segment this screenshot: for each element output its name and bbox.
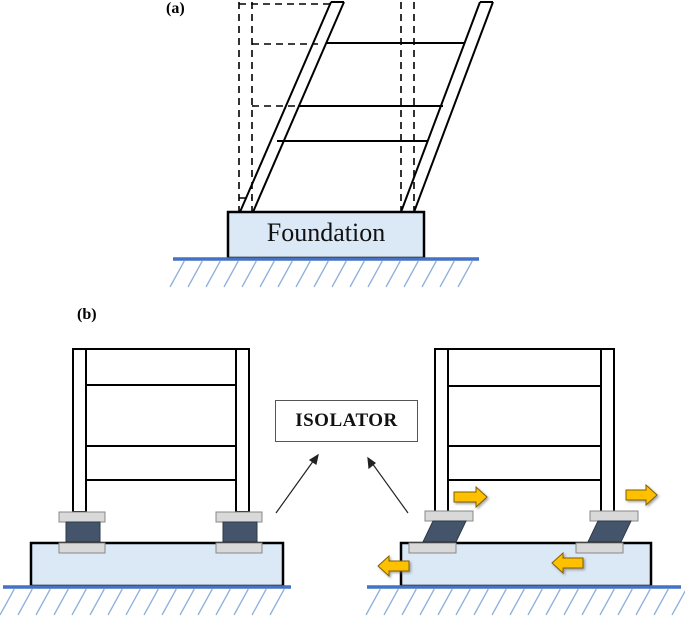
ground-hatch-mark [205, 260, 221, 288]
ground-hatch-mark [635, 588, 651, 616]
ground-hatch-mark [0, 588, 15, 616]
ground-hatch-b-left [0, 588, 285, 616]
ground-hatch-mark [17, 588, 33, 616]
ground-hatch-mark [313, 260, 329, 288]
isolator-pointer-arrows [275, 453, 409, 514]
ground-hatch-mark [233, 588, 249, 616]
isolator-right-1 [421, 510, 474, 545]
ground-hatch-mark [383, 588, 399, 616]
ground-hatch-mark [125, 588, 141, 616]
ground-hatch-mark [455, 588, 471, 616]
ground-hatch-mark [527, 588, 543, 616]
arrow-left-icon [551, 551, 584, 575]
panel-a-diagram [169, 1, 494, 288]
ground-hatch-mark [269, 588, 285, 616]
ground-hatch-mark [367, 260, 383, 288]
ground-hatch-mark [259, 260, 275, 288]
motion-arrows [377, 483, 658, 578]
ground-hatch-mark [437, 588, 453, 616]
panel-b-right-frame [365, 348, 685, 616]
ground-hatch-mark [545, 588, 561, 616]
ground-hatch-mark [277, 260, 293, 288]
panel-b-label: (b) [77, 306, 97, 323]
isolator-label: ISOLATOR [295, 410, 398, 431]
arrow-left-icon [377, 554, 410, 578]
ground-hatch-mark [169, 260, 185, 288]
ground-hatch-mark [671, 590, 685, 616]
ground-hatch-mark [419, 588, 435, 616]
panel-a-label: (a) [166, 0, 185, 17]
ground-hatch-mark [331, 260, 347, 288]
ground-hatch-mark [161, 588, 177, 616]
ground-hatch-mark [89, 588, 105, 616]
ground-hatch-mark [35, 588, 51, 616]
ground-hatch-mark [653, 588, 669, 616]
ground-hatch-mark [385, 260, 401, 288]
ground-hatch-mark [617, 588, 633, 616]
ground-hatch-mark [457, 260, 473, 288]
panel-b-left-frame [0, 348, 291, 616]
ground-hatch-mark [509, 588, 525, 616]
ground-hatch-mark [295, 260, 311, 288]
foundation-block [226, 210, 426, 260]
ground-hatch-mark [421, 260, 437, 288]
ground-hatch-mark [215, 588, 231, 616]
ground-hatch-mark [401, 588, 417, 616]
isolator-label-box: ISOLATOR [275, 400, 418, 442]
ground-hatch-mark [439, 260, 455, 288]
ground-hatch-mark [179, 588, 195, 616]
ground-hatch-a [169, 260, 473, 288]
arrow-right-icon [625, 483, 658, 507]
isolator-right-2 [586, 510, 639, 545]
foundation-label: Foundation [266, 218, 386, 247]
ground-hatch-mark [473, 588, 489, 616]
ground-hatch-mark [241, 260, 257, 288]
left-frame-columns [72, 348, 250, 513]
ground-hatch-mark [71, 588, 87, 616]
arrow-right-icon [453, 485, 488, 509]
ground-hatch-mark [251, 588, 267, 616]
ground-hatch-mark [599, 588, 615, 616]
ground-hatch-mark [365, 588, 381, 616]
deformed-frame [239, 1, 494, 213]
ground-hatch-mark [563, 588, 579, 616]
right-frame-columns [434, 348, 615, 513]
ground-hatch-mark [223, 260, 239, 288]
ground-hatch-mark [197, 588, 213, 616]
ground-hatch-mark [187, 260, 203, 288]
ground-hatch-mark [403, 260, 419, 288]
ground-hatch-mark [53, 588, 69, 616]
ground-hatch-mark [349, 260, 365, 288]
ground-hatch-mark [581, 588, 597, 616]
ground-hatch-mark [107, 588, 123, 616]
ground-hatch-mark [143, 588, 159, 616]
ground-hatch-b-right [365, 588, 685, 616]
ground-hatch-mark [491, 588, 507, 616]
